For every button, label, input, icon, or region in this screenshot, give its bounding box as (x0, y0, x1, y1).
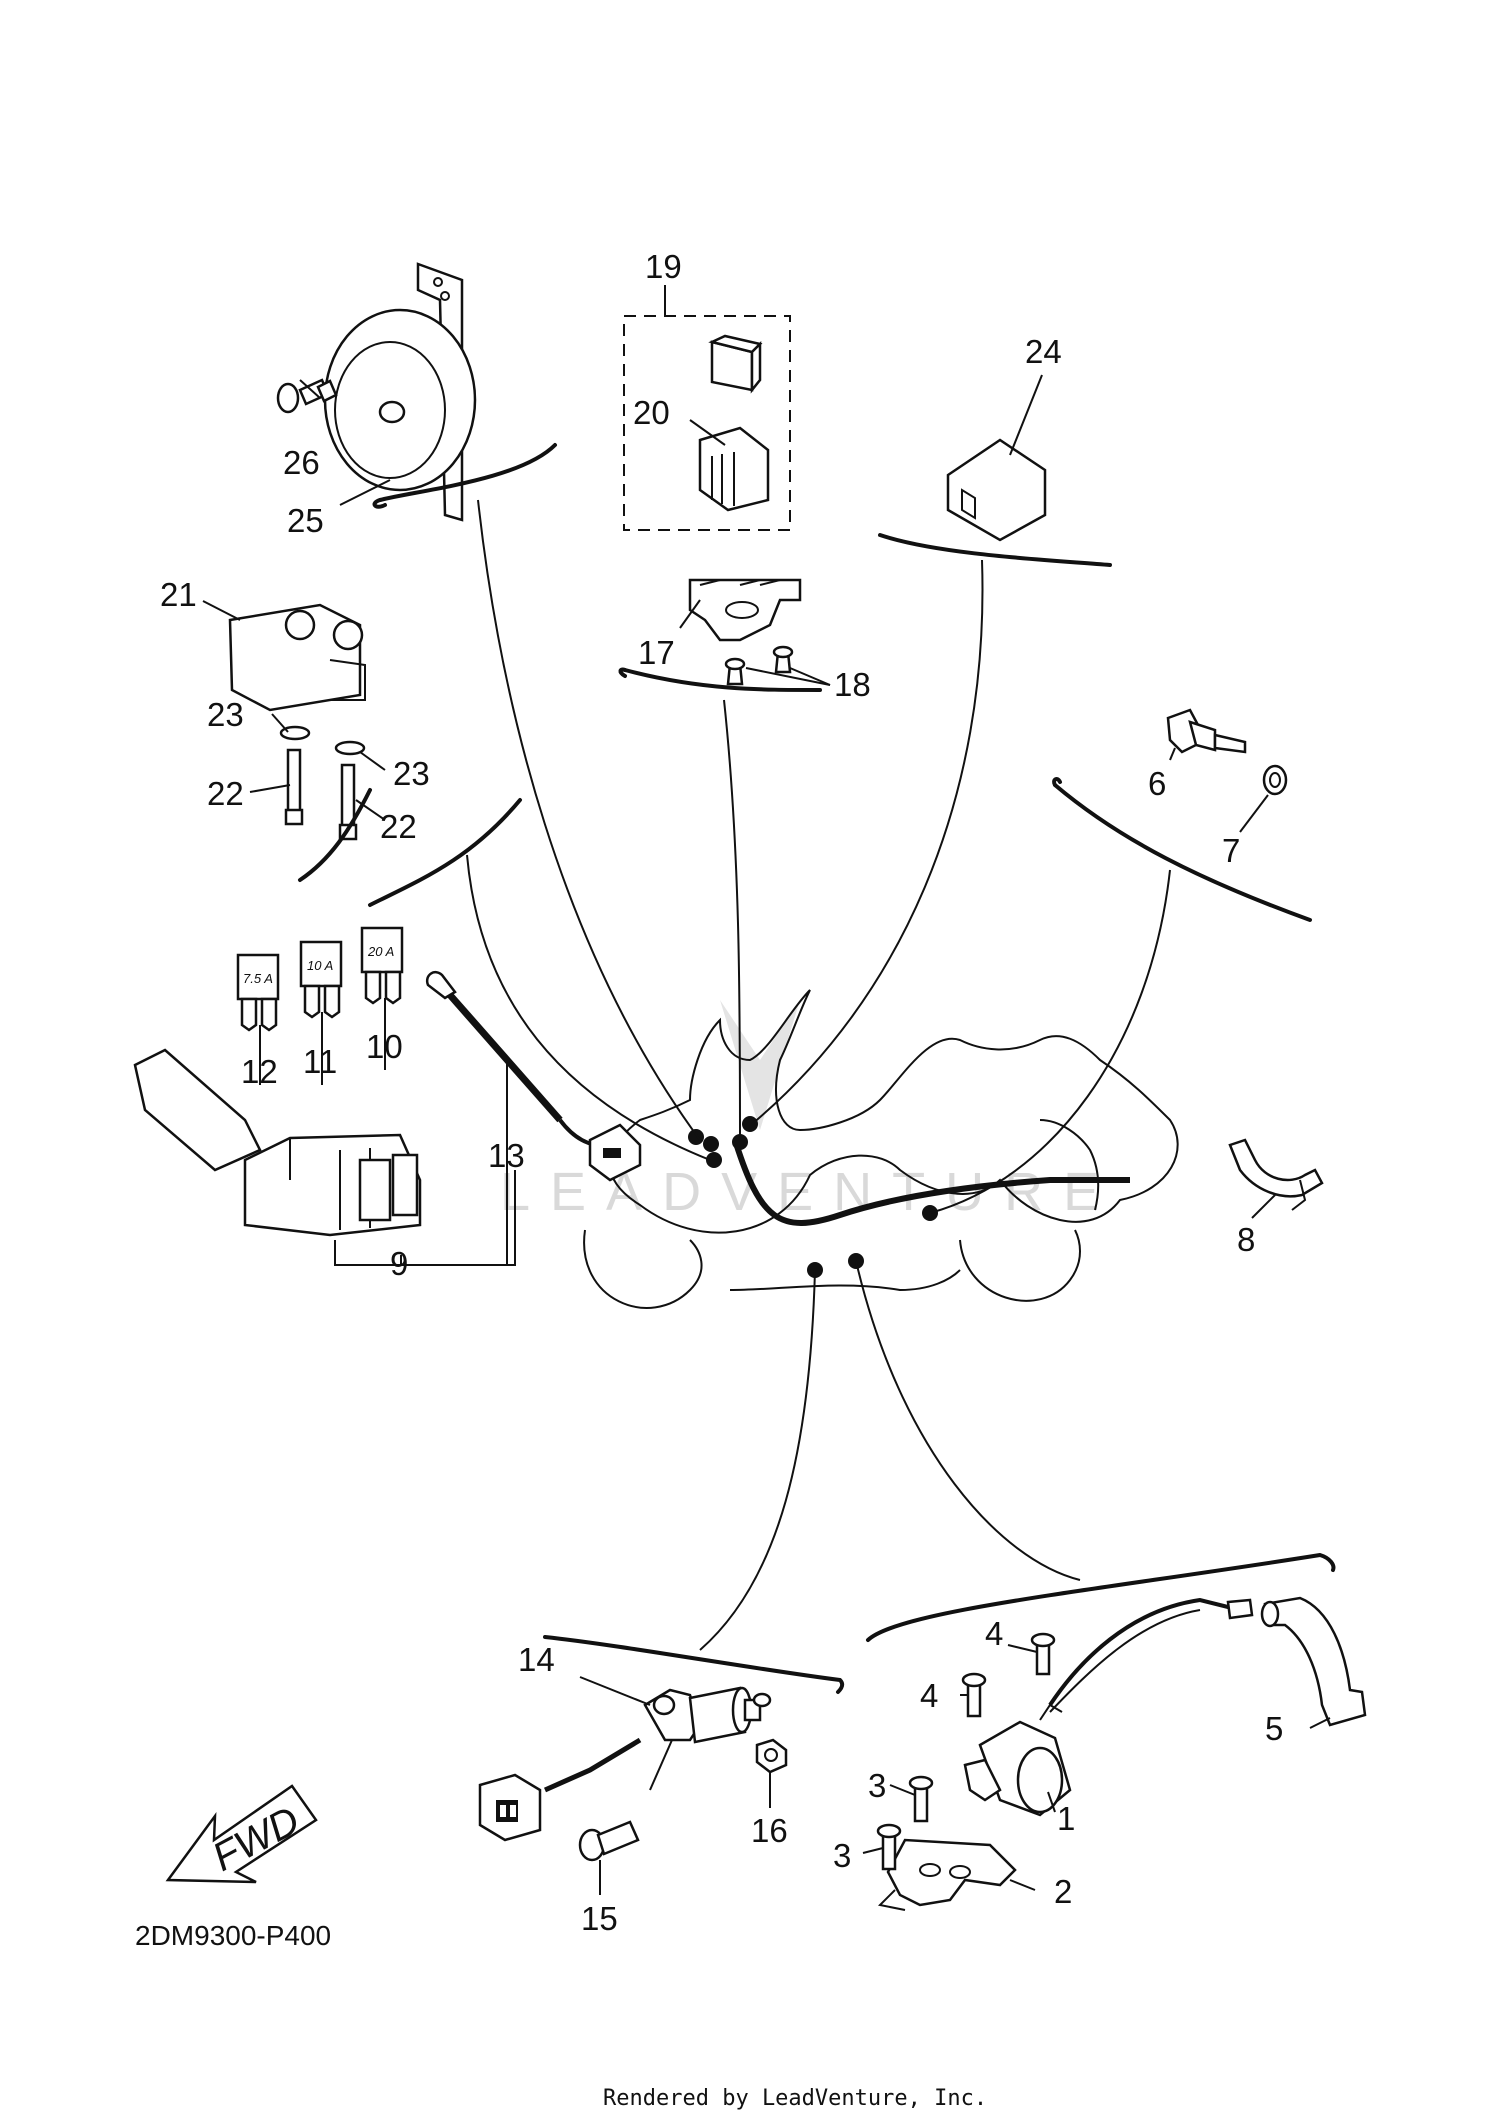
callout-14: 14 (518, 1641, 555, 1678)
callout-12: 12 (241, 1053, 278, 1090)
forward-direction-arrow: FWD (165, 1784, 318, 1884)
watermark-text: LEADVENTURE (500, 1162, 1119, 1222)
callout-7: 7 (1222, 832, 1240, 869)
thermo-unit (1166, 708, 1247, 754)
callout-26: 26 (283, 444, 320, 481)
callout-25: 25 (287, 502, 324, 539)
callout-23b: 23 (393, 755, 430, 792)
leader-lines (202, 285, 1331, 1895)
ignition-coil (866, 1552, 1336, 1817)
relay-assembly (618, 315, 822, 692)
callout-22b: 22 (380, 808, 417, 845)
gasket-washer (1262, 764, 1288, 796)
callout-5: 5 (1265, 1710, 1283, 1747)
callout-8: 8 (1237, 1221, 1255, 1258)
coupler-connector (878, 438, 1112, 567)
washers-and-bolts (279, 725, 372, 882)
callout-24: 24 (1025, 333, 1062, 370)
callout-17: 17 (638, 634, 675, 671)
fuse-20a-rating: 20 A (367, 944, 394, 959)
callout-4a: 4 (985, 1615, 1003, 1652)
band-clip (1228, 1138, 1324, 1211)
starter-relay (478, 1635, 845, 1842)
footer-credit: Rendered by LeadVenture, Inc. (603, 2086, 987, 2111)
fuse-10a: 10 A (299, 940, 343, 1019)
fuse-20a: 20 A (360, 926, 404, 1005)
scooter-outline (583, 989, 1179, 1309)
fuse-7-5a-rating: 7.5 A (243, 971, 273, 986)
spark-plug-cap (1260, 1596, 1367, 1727)
callout-22a: 22 (207, 775, 244, 812)
callout-15: 15 (581, 1900, 618, 1937)
callout-13: 13 (488, 1137, 525, 1174)
callout-6: 6 (1148, 765, 1166, 802)
fuse-box (133, 1048, 516, 1266)
flasher-relay (228, 603, 366, 712)
callout-11: 11 (303, 1043, 337, 1080)
sub-wire-lead (425, 970, 642, 1265)
callout-10: 10 (366, 1028, 403, 1065)
callout-numbers: 1 2 3 3 4 4 5 6 7 8 9 10 11 12 13 14 15 … (160, 248, 1283, 1937)
callout-3a: 3 (868, 1767, 886, 1804)
coil-bracket (877, 1838, 1017, 1911)
fuse-box-brace (368, 798, 522, 907)
callout-1: 1 (1057, 1800, 1075, 1837)
leadventure-watermark: LEADVENTURE (500, 1000, 1119, 1222)
callout-3b: 3 (833, 1837, 851, 1874)
callout-16: 16 (751, 1812, 788, 1849)
callout-19: 19 (645, 248, 682, 285)
connection-wires (466, 499, 1171, 1651)
callout-23a: 23 (207, 696, 244, 733)
coil-bolts (876, 1632, 1056, 1871)
callout-20: 20 (633, 394, 670, 431)
callout-9: 9 (390, 1245, 408, 1282)
callout-2: 2 (1054, 1873, 1072, 1910)
starter-relay-nut (755, 1738, 788, 1774)
horn (323, 262, 557, 522)
callout-21: 21 (160, 576, 197, 613)
starter-relay-screw (578, 1820, 640, 1862)
callout-18: 18 (834, 666, 871, 703)
fuse-10a-rating: 10 A (307, 958, 333, 973)
callout-4b: 4 (920, 1677, 938, 1714)
diagram-code: 2DM9300-P400 (135, 1920, 331, 1951)
fuse-7-5a: 7.5 A (236, 953, 280, 1032)
thermo-brace (1052, 777, 1312, 922)
